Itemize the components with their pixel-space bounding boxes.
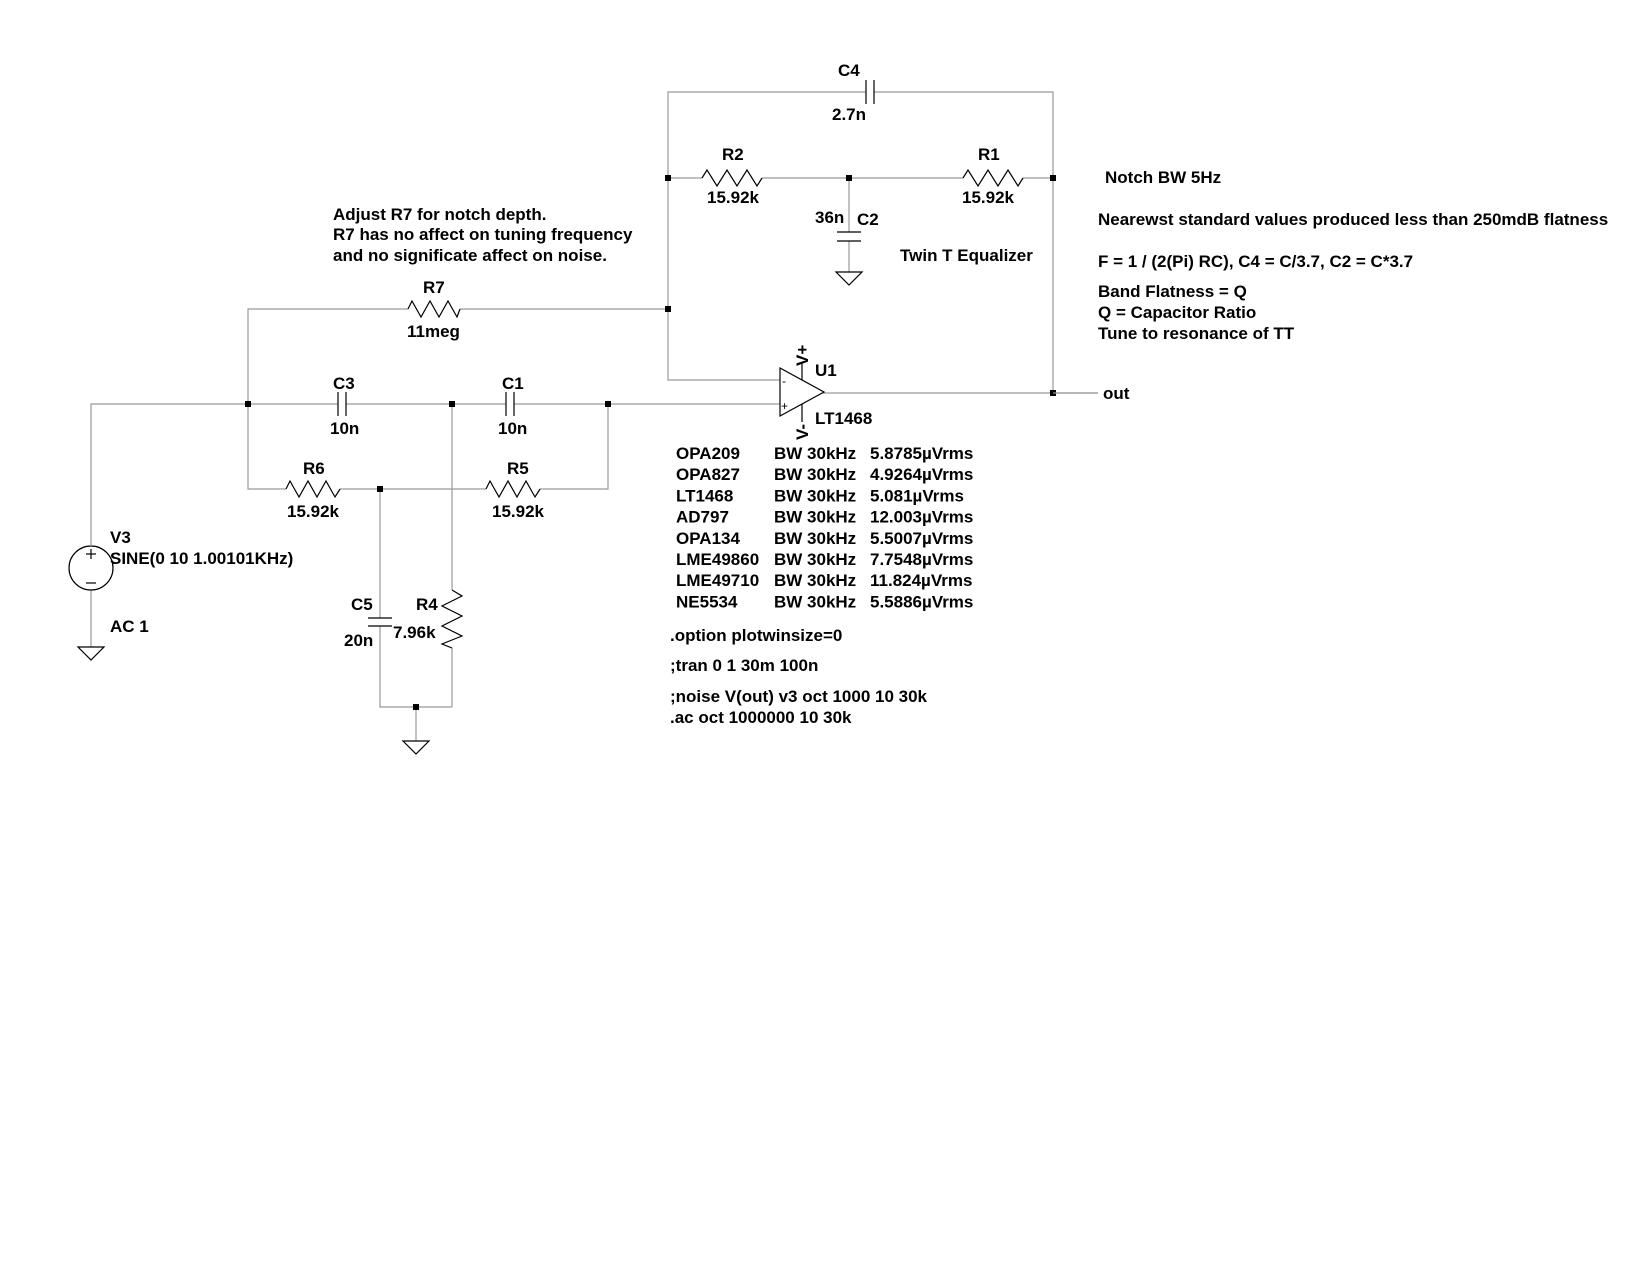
resistor-r6 [285, 479, 341, 499]
r5-name: R5 [507, 459, 529, 478]
capacitor-c3 [337, 392, 347, 416]
noise-table-noise: 5.5007µVrms [870, 529, 973, 548]
r4-name: R4 [416, 595, 438, 614]
r7-value: 11meg [407, 322, 460, 341]
noise-table-part: LT1468 [676, 486, 733, 505]
u1-vplus-label: V+ [793, 345, 812, 366]
c2-value: 36n [815, 208, 844, 227]
noise-table-noise: 5.5886µVrms [870, 592, 973, 611]
noise-table-bw: BW 30kHz [774, 444, 856, 463]
noise-table-part: OPA134 [676, 529, 740, 548]
spice-directive: .ac oct 1000000 10 30k [670, 708, 852, 727]
spice-directive: .option plotwinsize=0 [670, 626, 842, 645]
r5-value: 15.92k [492, 502, 545, 521]
v3-ac-value: AC 1 [110, 617, 149, 636]
c4-value: 2.7n [832, 105, 866, 124]
c5-value: 20n [344, 631, 373, 650]
voltage-source-v3 [68, 468, 114, 591]
ground-c2 [834, 271, 864, 286]
c1-name: C1 [502, 374, 524, 393]
noise-table-noise: 5.081µVrms [870, 486, 964, 505]
noise-table-noise: 7.7548µVrms [870, 550, 973, 569]
notch-bw-note: Notch BW 5Hz [1105, 168, 1221, 187]
noise-table-noise: 11.824µVrms [870, 571, 972, 590]
resistor-r7 [407, 299, 461, 319]
noise-table-bw: BW 30kHz [774, 592, 856, 611]
v3-value: SINE(0 10 1.00101KHz) [110, 549, 293, 568]
ground-c5-r4 [401, 740, 431, 755]
noise-table-bw: BW 30kHz [774, 465, 856, 484]
resistor-r1 [962, 168, 1024, 188]
resistor-r4 [440, 589, 464, 649]
ground-v3 [76, 646, 106, 661]
capacitor-c5 [368, 617, 392, 627]
c2-name: C2 [857, 210, 879, 229]
c3-name: C3 [333, 374, 355, 393]
noise-table-part: LME49860 [676, 550, 759, 569]
noise-table-bw: BW 30kHz [774, 508, 856, 527]
noise-table-part: AD797 [676, 508, 729, 527]
r6-name: R6 [303, 459, 325, 478]
net-out-label: out [1103, 384, 1130, 403]
r7-comment-line: Adjust R7 for notch depth. [333, 205, 546, 224]
r7-name: R7 [423, 278, 445, 297]
q-ratio-note: Q = Capacitor Ratio [1098, 303, 1256, 322]
wires [90, 91, 1098, 741]
r1-value: 15.92k [962, 188, 1015, 207]
r7-comment-line: R7 has no affect on tuning frequency [333, 225, 633, 244]
opamp-u1: - + [779, 362, 826, 422]
capacitor-c4 [865, 80, 875, 104]
r4-value: 7.96k [393, 623, 436, 642]
noise-table-bw: BW 30kHz [774, 486, 856, 505]
noise-table-noise: 12.003µVrms [870, 508, 973, 527]
noise-table-part: LME49710 [676, 571, 759, 590]
noise-table-bw: BW 30kHz [774, 529, 856, 548]
spice-directive: ;noise V(out) v3 oct 1000 10 30k [670, 687, 928, 706]
twin-t-title: Twin T Equalizer [900, 246, 1033, 265]
r7-comment-line: and no significate affect on noise. [333, 246, 607, 265]
r7-comment: Adjust R7 for notch depth. R7 has no aff… [333, 205, 633, 265]
c5-name: C5 [351, 595, 373, 614]
r6-value: 15.92k [287, 502, 340, 521]
noise-table-noise: 4.9264µVrms [870, 465, 973, 484]
c3-value: 10n [330, 419, 359, 438]
noise-table-bw: BW 30kHz [774, 550, 856, 569]
u1-vminus-label: V- [793, 424, 812, 440]
band-flatness-note: Band Flatness = Q [1098, 282, 1247, 301]
c1-value: 10n [498, 419, 527, 438]
u1-name: U1 [815, 361, 837, 380]
tune-note: Tune to resonance of TT [1098, 324, 1295, 343]
capacitor-c1 [505, 392, 515, 416]
noise-table-bw: BW 30kHz [774, 571, 856, 590]
resistor-r2 [701, 168, 763, 188]
u1-value: LT1468 [815, 409, 872, 428]
standard-values-note: Nearewst standard values produced less t… [1098, 210, 1608, 229]
resistor-r5 [485, 479, 541, 499]
v3-name: V3 [110, 528, 131, 547]
capacitor-c2 [837, 231, 861, 242]
svg-text:+: + [781, 399, 788, 413]
noise-table-part: NE5534 [676, 592, 738, 611]
r1-name: R1 [978, 145, 1000, 164]
spice-directive: ;tran 0 1 30m 100n [670, 656, 818, 675]
svg-text:-: - [782, 374, 786, 388]
formula-note: F = 1 / (2(Pi) RC), C4 = C/3.7, C2 = C*3… [1098, 252, 1413, 271]
r2-value: 15.92k [707, 188, 760, 207]
r2-name: R2 [722, 145, 744, 164]
noise-table-noise: 5.8785µVrms [870, 444, 973, 463]
noise-table-part: OPA827 [676, 465, 740, 484]
noise-table-part: OPA209 [676, 444, 740, 463]
c4-name: C4 [838, 61, 860, 80]
